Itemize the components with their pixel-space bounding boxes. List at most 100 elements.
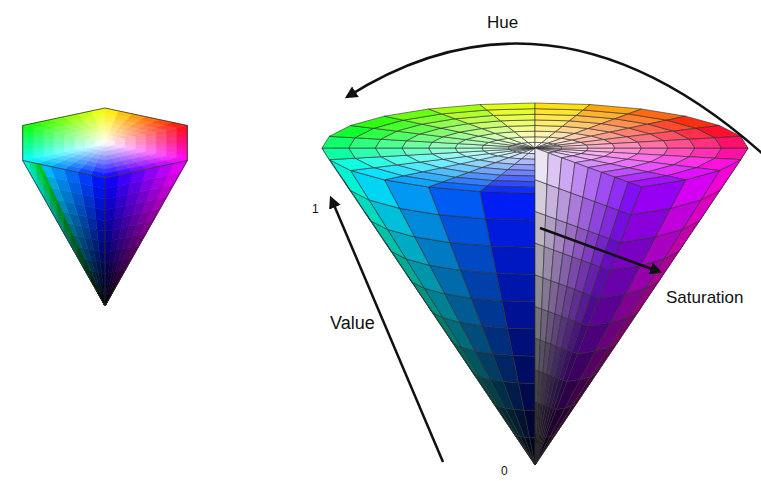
- cone-side-cell: [370, 221, 405, 259]
- cone-top-cell: [535, 103, 590, 110]
- hexcone-top-cell: [126, 141, 136, 143]
- axis-label: Saturation: [666, 289, 744, 308]
- tick-label: 1: [312, 203, 319, 216]
- hexcone-top-cell: [91, 108, 105, 115]
- hexcone-top-cell: [23, 143, 33, 149]
- hexcone-side-cell: [43, 171, 50, 190]
- cone-cut-cell: [544, 408, 556, 437]
- cone-side-cell: [432, 312, 461, 347]
- hue-arrow: [347, 44, 761, 168]
- hexcone-top-edge: [23, 108, 188, 178]
- hexcone-top-cell: [167, 138, 177, 143]
- hexcone-side-cell: [84, 261, 91, 277]
- hexcone-top-cell: [64, 143, 74, 146]
- cone-top-cell: [715, 148, 748, 160]
- hexcone-side-cell: [64, 216, 71, 233]
- cone-cut-cell: [591, 267, 610, 298]
- cone-side-cell: [514, 433, 535, 465]
- cone-side-cell: [492, 402, 514, 435]
- hexcone-side-cell: [57, 201, 64, 219]
- cone-top-cell: [329, 158, 373, 170]
- cone-cut-cell: [535, 180, 547, 216]
- hexcone-top-cell: [95, 143, 105, 145]
- hexcone-top-cell: [115, 142, 125, 143]
- cone-top-cell: [509, 148, 535, 151]
- cone-side-cell: [496, 274, 535, 302]
- hexcone-top-cell: [105, 140, 115, 143]
- hexcone-side-cell: [105, 241, 112, 253]
- hexcone-top-cell: [105, 108, 119, 115]
- cone-side-cell: [485, 219, 535, 248]
- cone-top-cell: [638, 141, 668, 148]
- hexcone-top-cell: [91, 171, 105, 178]
- hexcone-side-cell: [71, 231, 78, 248]
- hexcone-top-cell: [43, 143, 53, 147]
- cone-top-cell: [561, 145, 589, 148]
- cone-top-cell: [522, 143, 535, 148]
- value-arrow: [331, 198, 443, 462]
- cone-cut-cell: [535, 437, 546, 465]
- cone-cut-cell: [543, 407, 554, 436]
- cone-top-cell: [429, 148, 458, 154]
- hexcone-edge: [105, 161, 187, 307]
- cone-cut-cell: [554, 380, 567, 409]
- cone-top-cell: [402, 148, 432, 155]
- axis-label: Value: [330, 314, 375, 334]
- cone-top-cell: [535, 145, 561, 148]
- hexcone-top-cell: [95, 143, 105, 144]
- hexcone-top-cell: [105, 142, 115, 144]
- cone-cut-cell: [582, 295, 599, 326]
- hexcone-top-cell: [23, 148, 33, 155]
- cone-side-cell: [535, 434, 556, 465]
- hexcone-side-cell: [105, 251, 111, 263]
- hexcone-side-cell: [91, 279, 98, 293]
- hexcone-top-cell: [136, 140, 146, 143]
- hexcone-side-cell: [91, 278, 98, 293]
- hexcone-top-cell: [74, 143, 84, 145]
- cone-cut-cell: [572, 324, 588, 354]
- cone-top-cell: [455, 148, 483, 152]
- hexcone-top-cell: [177, 131, 187, 138]
- hexcone-top-cell: [115, 140, 125, 142]
- hexcone-side-cell: [105, 230, 113, 242]
- hexcone-top-cell: [115, 139, 125, 142]
- hsv-hexcone: [23, 108, 188, 306]
- hexcone-top-cell: [84, 144, 94, 146]
- cone-top-cell: [482, 148, 510, 151]
- hexcone-side-cell: [105, 262, 110, 274]
- cone-top-cell: [322, 136, 355, 148]
- cone-top-cell: [521, 137, 535, 143]
- cone-side-cell: [480, 191, 535, 220]
- axis-label: Hue: [487, 14, 518, 33]
- hexcone-top-cell: [54, 143, 64, 147]
- hexcone-side-cell: [105, 273, 108, 284]
- cone-top-cell: [322, 148, 355, 160]
- cone-side-cell: [453, 343, 480, 377]
- cone-top-cell: [514, 131, 535, 137]
- cone-top-cell: [480, 103, 535, 110]
- hexcone-top-cell: [146, 139, 156, 143]
- cone-side-cell: [350, 190, 388, 229]
- hexcone-top-cell: [100, 139, 105, 143]
- hexcone-edge: [23, 161, 105, 307]
- hexcone-top-cell: [105, 143, 108, 147]
- hexcone-top-cell: [105, 141, 115, 143]
- cone-side-cell: [491, 246, 535, 274]
- saturation-arrow: [540, 228, 660, 272]
- hexcone-top-cell: [105, 143, 110, 147]
- hexcone-side-cell: [91, 277, 98, 292]
- hexcone-top-cell: [102, 139, 105, 143]
- cone-top-cell: [535, 147, 562, 148]
- cone-side-cell: [471, 370, 494, 404]
- cone-side-cell: [535, 433, 556, 465]
- cone-side-cell: [480, 377, 505, 408]
- hexcone-top-cell: [105, 142, 115, 143]
- hexcone-top-cell: [177, 137, 187, 143]
- cone-top-cell: [586, 144, 614, 148]
- cone-side-cell: [391, 251, 424, 288]
- hexcone-top-cell: [95, 143, 105, 146]
- cone-top-cell: [480, 186, 535, 193]
- cone-side-cell: [498, 406, 520, 436]
